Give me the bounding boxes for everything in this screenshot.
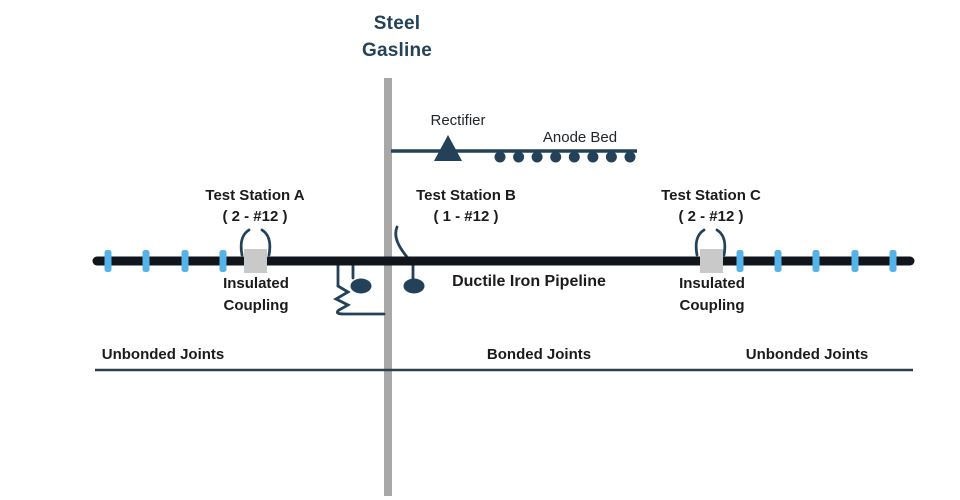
station-b-lead-wire: [394, 225, 409, 259]
test-station-b-name: Test Station B: [416, 187, 516, 204]
test-station-b-label: Test Station B ( 1 - #12 ): [416, 185, 516, 227]
station-c-left-lead-wire: [694, 228, 706, 257]
bond-resistor-wire: [333, 284, 386, 316]
test-station-a-name: Test Station A: [205, 187, 305, 204]
station-b-splice-lug: [403, 278, 425, 294]
test-station-c-name: Test Station C: [661, 187, 761, 204]
test-lead-wires: [239, 225, 727, 316]
insulated-coupling-a-line2: Coupling: [223, 297, 289, 314]
insulated-coupling-a: [244, 249, 267, 273]
test-station-a-label: Test Station A ( 2 - #12 ): [205, 185, 304, 227]
steel-gasline-pipe: [384, 78, 392, 496]
unbonded-joint-ticks: [104, 250, 897, 272]
test-station-c-leads: ( 2 - #12 ): [678, 208, 744, 225]
pipeline-label: Ductile Iron Pipeline: [452, 273, 606, 290]
insulated-coupling-c-line2: Coupling: [679, 297, 745, 314]
rectifier-label: Rectifier: [430, 112, 486, 129]
anode-bed-dots: [494, 151, 636, 163]
title-line-1: Steel: [373, 13, 421, 34]
insulated-coupling-a-line1: Insulated: [223, 275, 289, 292]
rectifier-symbol: [434, 135, 462, 161]
insulated-coupling-c-line1: Insulated: [679, 275, 745, 292]
insulated-coupling-a-label: Insulated Coupling: [223, 273, 289, 317]
section-bonded-label: Bonded Joints: [486, 346, 592, 363]
insulated-coupling-c: [700, 249, 723, 273]
insulated-coupling-c-label: Insulated Coupling: [679, 273, 745, 317]
test-station-a-leads: ( 2 - #12 ): [222, 208, 288, 225]
bond-splice-lug: [350, 278, 372, 294]
station-c-right-lead-wire: [715, 228, 727, 257]
station-a-right-lead-wire: [260, 228, 272, 257]
section-unbonded-left-label: Unbonded Joints: [101, 346, 225, 363]
test-station-c-label: Test Station C ( 2 - #12 ): [661, 185, 761, 227]
anode-bed-label: Anode Bed: [542, 129, 618, 146]
title-line-2: Gasline: [361, 40, 433, 61]
section-unbonded-right-label: Unbonded Joints: [745, 346, 869, 363]
station-a-left-lead-wire: [239, 228, 251, 257]
diagram-title: Steel Gasline: [362, 10, 432, 64]
test-station-b-leads: ( 1 - #12 ): [433, 208, 499, 225]
